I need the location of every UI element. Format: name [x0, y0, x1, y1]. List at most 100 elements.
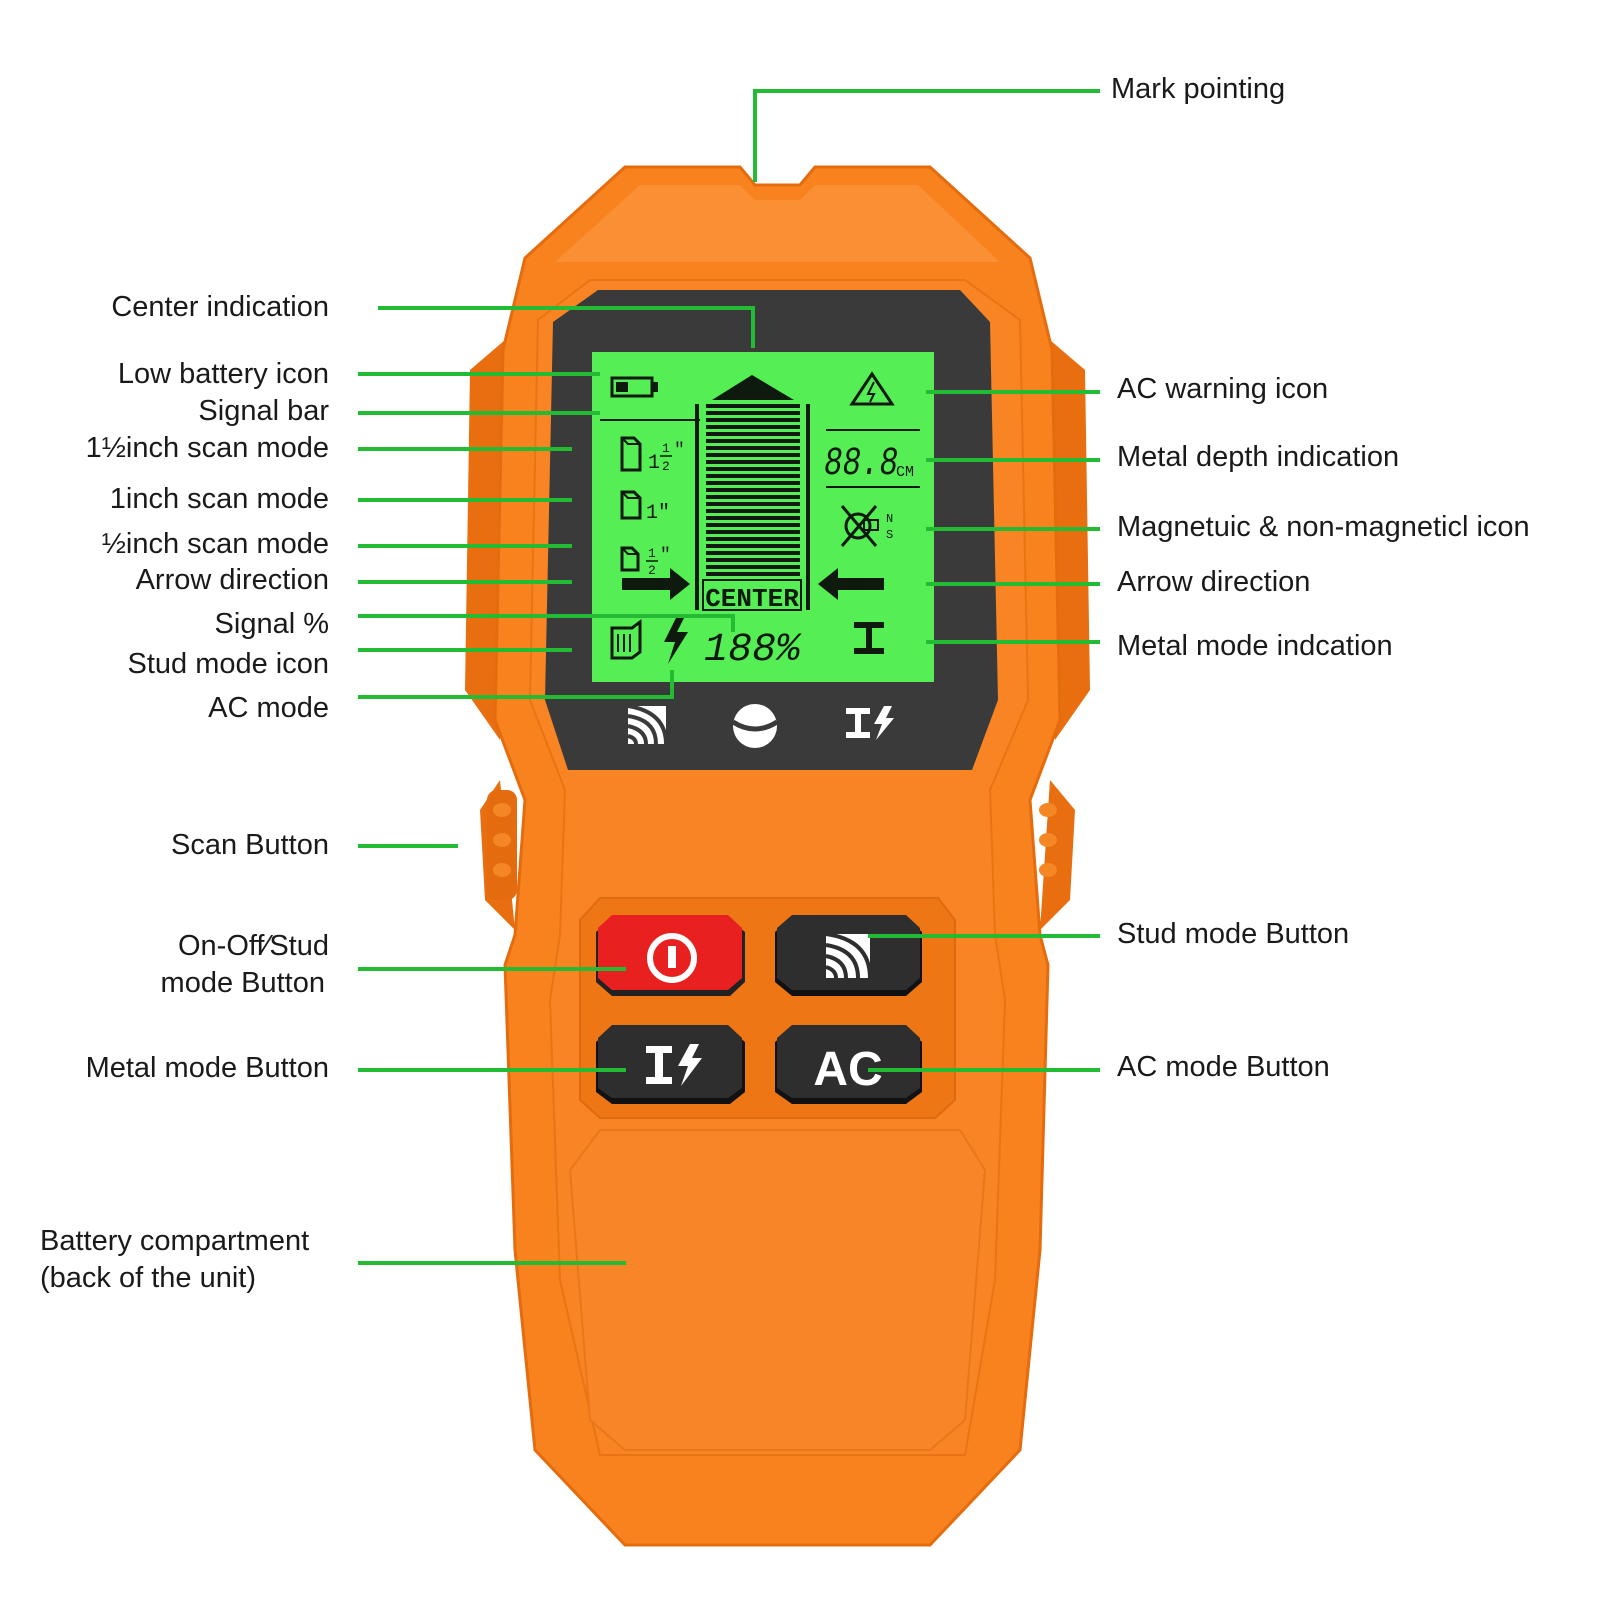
- scan-mode-1-inch-icon: [620, 490, 642, 520]
- signal-bar-segment: [706, 558, 800, 562]
- metal-mode-lcd-icon: [854, 622, 884, 654]
- signal-bar-segment: [706, 488, 800, 492]
- arrow-left-icon: [818, 568, 884, 600]
- label-metal-depth-indication: Metal depth indication: [1117, 441, 1400, 473]
- scan-mode-half-inch-icon: [620, 546, 640, 572]
- label-signal-percent: Signal %: [214, 608, 329, 640]
- scan-half-num: 1: [648, 546, 656, 561]
- signal-bar-segment: [706, 446, 800, 450]
- metal-mode-button[interactable]: [596, 1025, 745, 1104]
- scan-1-inch-text: 1": [646, 502, 670, 525]
- leader-ac-mode: [358, 670, 674, 699]
- right-grip-ridges: [1039, 803, 1057, 877]
- scan-half-inch-mark: ": [660, 546, 671, 566]
- battery-compartment-panel: [568, 1129, 987, 1451]
- label-metal-mode-button: Metal mode Button: [85, 1052, 329, 1084]
- ac-mode-button[interactable]: AC: [775, 1025, 922, 1104]
- label-battery-line1: Battery compartment: [40, 1225, 310, 1257]
- stud-mode-lcd-icon: [610, 619, 642, 660]
- power-icon: [647, 933, 697, 983]
- leader-lines: [358, 89, 1100, 1265]
- label-signal-bar: Signal bar: [198, 395, 329, 427]
- signal-bar-segment: [706, 502, 800, 506]
- label-onoff-line1: On-Off∕Stud: [178, 930, 329, 962]
- label-center-indication: Center indication: [111, 291, 329, 323]
- label-scan-button: Scan Button: [171, 829, 329, 861]
- label-mark-pointing: Mark pointing: [1111, 73, 1286, 105]
- scan-1-5-whole: 1: [648, 452, 660, 475]
- label-arrow-direction-right: Arrow direction: [1117, 566, 1311, 598]
- magnet-n: N: [886, 512, 893, 526]
- label-stud-mode-icon: Stud mode icon: [127, 648, 329, 680]
- signal-bar-segment: [706, 537, 800, 541]
- label-magnetic-icon: Magnetuic & non-magneticl icon: [1117, 511, 1530, 543]
- signal-bar-segment: [706, 425, 800, 429]
- leader-center-indication: [378, 306, 755, 348]
- right-lower-grip: [1040, 780, 1075, 930]
- signal-bar-segment: [706, 481, 800, 485]
- label-scan-1-5-inch: 1½inch scan mode: [85, 432, 329, 464]
- label-battery-line2: (back of the unit): [40, 1262, 256, 1294]
- leader-mark-pointing: [753, 89, 1100, 182]
- signal-bar-segment: [706, 523, 800, 527]
- lcd-content: 1 1 2 " 1" 1 2 " CENTER: [600, 371, 920, 673]
- bezel-stud-icon: [627, 704, 668, 745]
- signal-bar-segment: [706, 572, 800, 576]
- signal-bar-segment: [706, 530, 800, 534]
- scan-half-den: 2: [648, 563, 656, 578]
- signal-bar-segment: [706, 418, 800, 422]
- center-text: CENTER: [705, 584, 799, 614]
- signal-bar-segment: [706, 411, 800, 415]
- scan-1-5-num: 1: [662, 441, 670, 456]
- scan-button[interactable]: [487, 790, 517, 900]
- magnet-icon: [840, 505, 879, 547]
- magnet-s: S: [886, 528, 893, 542]
- label-ac-mode: AC mode: [208, 692, 329, 724]
- ac-warning-triangle-icon: [849, 371, 895, 406]
- label-low-battery-icon: Low battery icon: [117, 358, 329, 390]
- low-battery-icon: [610, 376, 658, 398]
- signal-bar-segment: [706, 439, 800, 443]
- signal-bar-segment: [706, 467, 800, 471]
- scan-mode-1-5-inch-icon: [620, 436, 642, 472]
- scan-1-5-den: 2: [662, 459, 670, 474]
- onoff-stud-mode-button[interactable]: [596, 915, 745, 996]
- label-stud-mode-button: Stud mode Button: [1117, 918, 1350, 950]
- bezel-metal-icon: [846, 706, 894, 740]
- label-scan-1-inch: 1inch scan mode: [109, 483, 329, 515]
- stud-mode-button[interactable]: [775, 915, 922, 996]
- left-upper-grip: [465, 340, 505, 740]
- signal-bar-segment: [706, 432, 800, 436]
- scan-1-5-inch-mark: ": [674, 441, 685, 461]
- signal-bar-segment: [706, 404, 800, 408]
- center-box: [702, 579, 802, 611]
- signal-bar: [706, 404, 800, 576]
- signal-bar-segment: [706, 495, 800, 499]
- signal-bar-segment: [706, 516, 800, 520]
- stud-wave-icon: [825, 932, 872, 979]
- metal-depth-value: 88.8: [824, 442, 898, 487]
- label-arrow-direction-left: Arrow direction: [135, 564, 329, 596]
- signal-bar-segment: [706, 544, 800, 548]
- signal-bar-segment: [706, 453, 800, 457]
- center-indication-peak: [712, 375, 794, 400]
- metal-beam-lightning-icon: [646, 1044, 702, 1086]
- label-onoff-line2: mode Button: [160, 967, 325, 999]
- signal-bar-segment: [706, 565, 800, 569]
- top-crown: [555, 185, 1000, 262]
- label-scan-half-inch: ½inch scan mode: [101, 528, 329, 560]
- signal-bar-segment: [706, 551, 800, 555]
- signal-percent-value: 188%: [704, 628, 802, 673]
- metal-depth-unit: CM: [896, 464, 914, 481]
- ac-mode-lcd-icon: [664, 618, 688, 664]
- signal-bar-segment: [706, 460, 800, 464]
- label-ac-warning-icon: AC warning icon: [1117, 373, 1329, 405]
- signal-bar-segment: [706, 509, 800, 513]
- label-ac-mode-button: AC mode Button: [1117, 1051, 1330, 1083]
- leader-signal-percent: [358, 614, 735, 632]
- signal-bar-segment: [706, 474, 800, 478]
- arrow-right-icon: [622, 568, 690, 600]
- label-metal-mode-indication: Metal mode indcation: [1117, 630, 1393, 662]
- bezel-scan-icon: [731, 704, 779, 748]
